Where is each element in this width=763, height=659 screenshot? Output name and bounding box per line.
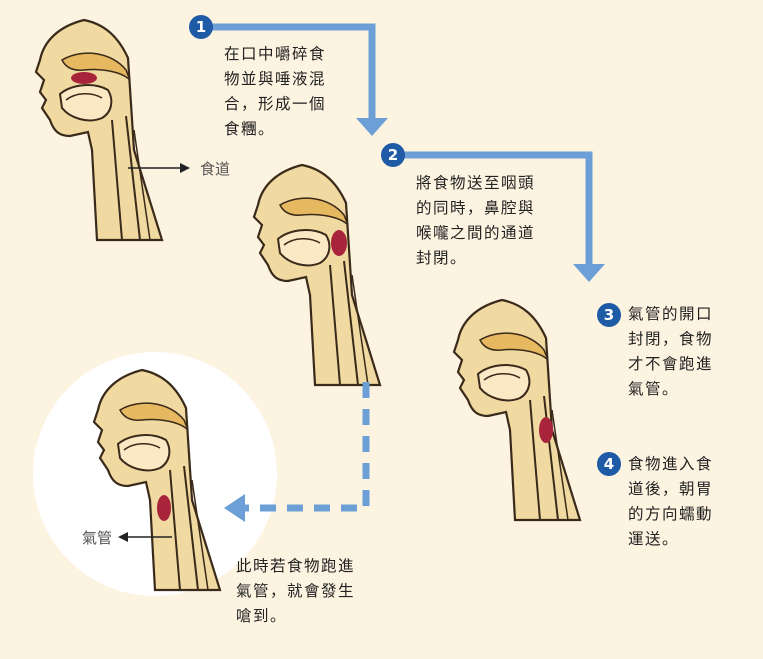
food-bolus bbox=[71, 72, 97, 84]
step-1-line: 食糰。 bbox=[224, 120, 276, 138]
arrow-2-to-3 bbox=[404, 151, 605, 282]
step-2-line: 喉嚨之間的通道 bbox=[416, 224, 536, 242]
step-3-line: 氣管的開口 bbox=[628, 305, 714, 323]
arrow-1-to-2 bbox=[211, 23, 388, 136]
step-3-line: 才不會跑進 bbox=[628, 355, 714, 373]
food-bolus bbox=[539, 417, 553, 443]
step-4-line: 食物進入食 bbox=[628, 455, 714, 473]
arrow-to-choke bbox=[224, 382, 370, 522]
step-3-text: 氣管的開口 封閉，食物 才不會跑進 氣管。 bbox=[628, 302, 713, 402]
step-2-text: 將食物送至咽頭 的同時，鼻腔與 喉嚨之間的通道 封閉。 bbox=[416, 171, 535, 271]
step-4-line: 的方向蠕動 bbox=[628, 505, 714, 523]
step-4-text: 食物進入食 道後，朝胃 的方向蠕動 運送。 bbox=[628, 452, 713, 552]
step-1-line: 在口中嚼碎食 bbox=[224, 45, 327, 63]
esophagus-label: 食道 bbox=[200, 160, 231, 178]
choke-note-line: 嗆到。 bbox=[236, 607, 288, 625]
step-3-line: 氣管。 bbox=[628, 380, 680, 398]
step-1-line: 物並與唾液混 bbox=[224, 70, 327, 88]
choke-note-line: 氣管，就會發生 bbox=[236, 582, 356, 600]
choke-note-line: 此時若食物跑進 bbox=[236, 557, 356, 575]
step-2-badge: 2 bbox=[381, 143, 405, 167]
step-2-line: 的同時，鼻腔與 bbox=[416, 199, 536, 217]
trachea-pointer bbox=[118, 532, 172, 542]
trachea-label: 氣管 bbox=[82, 529, 113, 547]
head-stage-3 bbox=[452, 298, 582, 522]
step-4-line: 運送。 bbox=[628, 530, 680, 548]
head-stage-1 bbox=[34, 18, 164, 242]
step-4-badge: 4 bbox=[597, 452, 621, 476]
step-3-line: 封閉，食物 bbox=[628, 330, 714, 348]
head-stage-2 bbox=[252, 163, 382, 387]
step-2-line: 將食物送至咽頭 bbox=[416, 174, 536, 192]
choke-note: 此時若食物跑進 氣管，就會發生 嗆到。 bbox=[236, 554, 355, 629]
step-3-badge: 3 bbox=[597, 303, 621, 327]
food-bolus bbox=[331, 230, 347, 256]
step-4-line: 道後，朝胃 bbox=[628, 480, 714, 498]
step-1-badge: 1 bbox=[189, 15, 213, 39]
step-1-line: 合，形成一個 bbox=[224, 95, 327, 113]
head-choke bbox=[92, 368, 222, 592]
esophagus-pointer bbox=[128, 163, 190, 173]
step-2-line: 封閉。 bbox=[416, 249, 468, 267]
step-1-text: 在口中嚼碎食 物並與唾液混 合，形成一個 食糰。 bbox=[224, 42, 326, 142]
food-bolus bbox=[157, 495, 171, 521]
